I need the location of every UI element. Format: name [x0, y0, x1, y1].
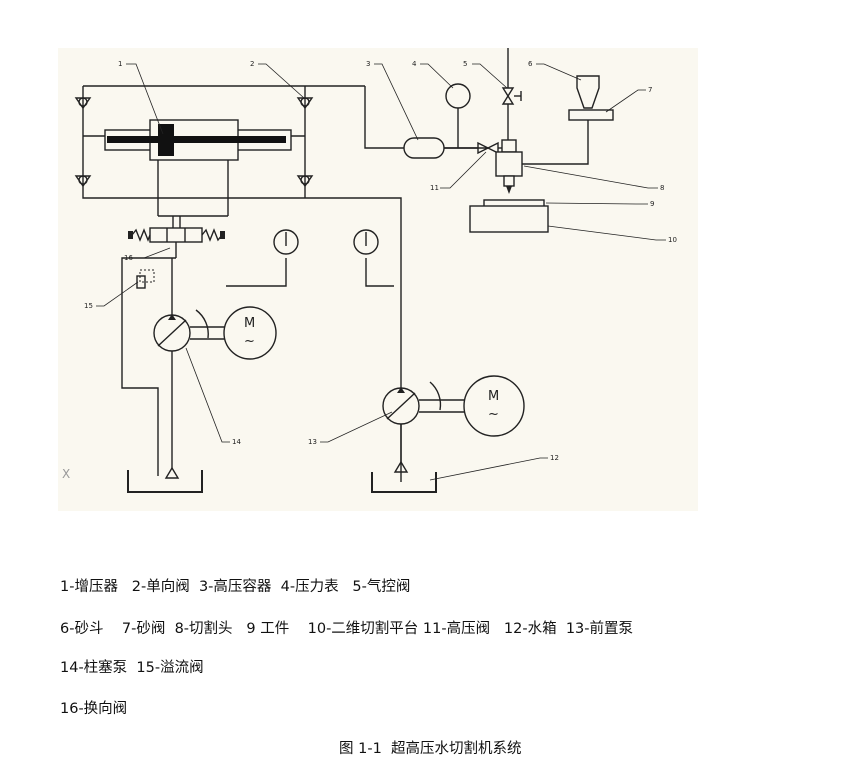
- callout-label: 10: [668, 236, 677, 244]
- callout-label: 1: [118, 60, 122, 68]
- hydraulic-system-diagram: M ~ M ~: [58, 48, 698, 511]
- callout-label: 15: [84, 302, 93, 310]
- motor-symbol: ~: [488, 407, 499, 422]
- sand-valve-icon: [568, 109, 614, 121]
- air-control-valve-icon: [501, 48, 522, 140]
- pressure-gauge-icon: [273, 229, 379, 255]
- corner-mark: X: [62, 467, 70, 481]
- motor-letter: M: [488, 389, 499, 404]
- motor-icon: M ~: [223, 306, 277, 360]
- legend-line: 16-换向阀: [60, 701, 128, 717]
- callout-label: 9: [650, 200, 654, 208]
- figure-caption: 图 1-1 超高压水切割机系统: [339, 741, 522, 757]
- callout-label: 13: [308, 438, 317, 446]
- legend-line: 1-增压器 2-单向阀 3-高压容器 4-压力表 5-气控阀: [60, 579, 411, 595]
- sand-hopper-icon: [576, 75, 600, 109]
- intensifier-icon: [104, 119, 292, 217]
- callout-label: 16: [124, 254, 133, 262]
- cutting-head-icon: [495, 120, 589, 194]
- water-tank-icon: [127, 470, 437, 493]
- plunger-pump-icon: [153, 309, 226, 479]
- callout-label: 11: [430, 184, 439, 192]
- high-pressure-vessel-icon: [403, 137, 478, 159]
- callout-label: 7: [648, 86, 652, 94]
- motor-icon: M ~: [463, 375, 525, 437]
- callout-label: 6: [528, 60, 533, 68]
- booster-pump-icon: [382, 381, 468, 473]
- callout-label: 4: [412, 60, 417, 68]
- pressure-gauge-icon: [445, 83, 471, 148]
- callout-label: 14: [232, 438, 241, 446]
- legend-line: 6-砂斗 7-砂阀 8-切割头 9 工件 10-二维切割平台 11-高压阀 12…: [60, 621, 634, 637]
- callout-label: 2: [250, 60, 254, 68]
- cutting-table-icon: [469, 205, 549, 233]
- callout-label: 8: [660, 184, 664, 192]
- callout-label: 3: [366, 60, 370, 68]
- motor-symbol: ~: [244, 334, 255, 349]
- check-valve-icon: [74, 97, 314, 188]
- callout-label: 12: [550, 454, 559, 462]
- intensifier-circuit: [74, 85, 488, 482]
- leader-lines: [96, 63, 666, 481]
- legend-line: 14-柱塞泵 15-溢流阀: [60, 660, 204, 676]
- motor-letter: M: [244, 316, 255, 331]
- reversing-valve-icon: [128, 216, 225, 258]
- callout-label: 5: [463, 60, 467, 68]
